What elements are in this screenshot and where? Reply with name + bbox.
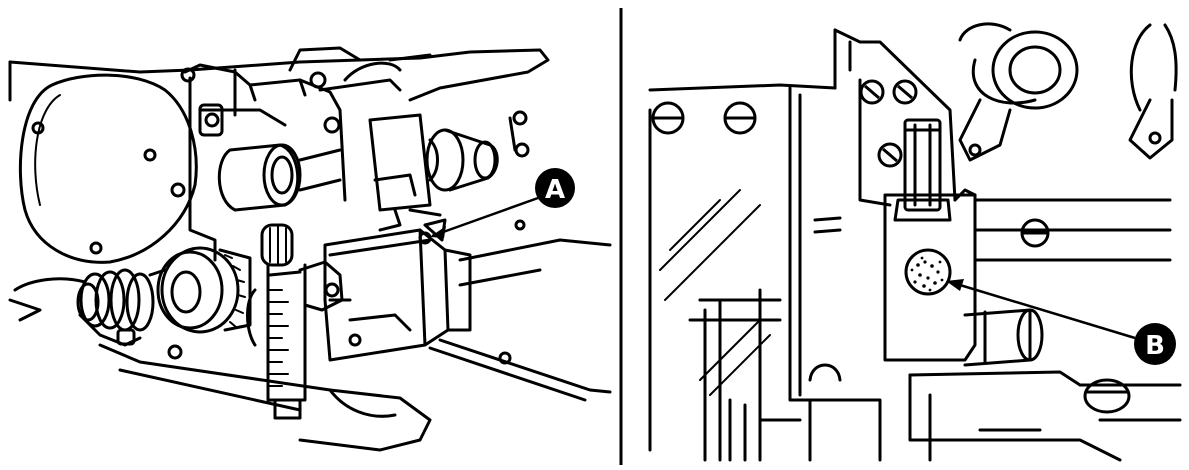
callout-a-leader xyxy=(431,196,539,238)
side-cover xyxy=(18,73,198,264)
adjusting-wheel xyxy=(156,246,252,334)
screw-right xyxy=(1020,218,1050,248)
screws-upper-left xyxy=(651,101,757,135)
right-panel-detail-view: B xyxy=(648,22,1182,462)
callout-a-badge xyxy=(535,168,575,208)
slotted-guide xyxy=(893,118,952,222)
ball-bracket xyxy=(883,188,1172,362)
coil-spring xyxy=(8,268,167,347)
graduated-scale xyxy=(246,223,344,420)
shaft-cylinder xyxy=(217,143,342,212)
hatch-lines xyxy=(659,189,842,396)
callout-a: A xyxy=(430,168,575,238)
front-bed-plate xyxy=(98,238,612,452)
vertical-frame xyxy=(648,86,882,462)
left-panel-machine-overview: A xyxy=(8,46,612,452)
callout-b: B xyxy=(946,279,1176,365)
lower-bar xyxy=(908,370,1182,462)
bobbin-covers xyxy=(958,22,1178,162)
callout-a-label: A xyxy=(545,175,565,205)
callout-b-badge xyxy=(1134,323,1176,365)
thread-tension-assembly xyxy=(368,110,530,245)
ball-part xyxy=(904,248,952,296)
screws-center xyxy=(858,78,918,207)
callout-b-label: B xyxy=(1145,331,1165,361)
callout-b-leader xyxy=(949,280,1136,340)
callout-a-arrowhead xyxy=(430,226,446,238)
callout-b-arrowhead xyxy=(946,279,964,291)
presser-block xyxy=(323,228,472,362)
arm-block xyxy=(180,46,432,262)
lower-cylinder xyxy=(963,308,1044,367)
